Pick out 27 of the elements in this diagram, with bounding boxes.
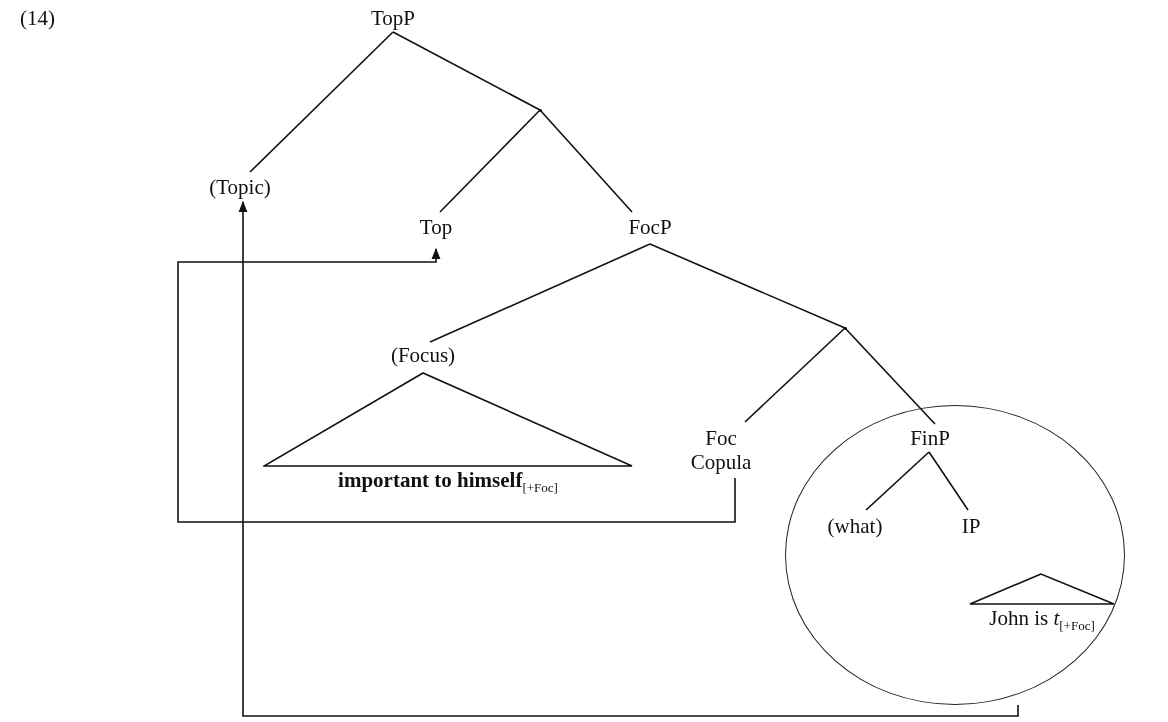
example-number: (14) <box>20 6 55 31</box>
tree-label: (Topic) <box>209 174 271 200</box>
movement-arrow <box>238 200 1019 717</box>
branch-point <box>538 108 542 112</box>
movement-arrow <box>177 247 736 523</box>
tree-branch <box>249 31 394 173</box>
tree-branch <box>865 451 930 511</box>
tree-label: Foc <box>704 425 738 450</box>
tree-label: Copula <box>690 450 752 475</box>
tree-branch <box>429 243 651 343</box>
tree-branch <box>744 327 846 423</box>
tree-label: FocP <box>628 214 672 240</box>
tree-label: (Focus) <box>390 342 456 368</box>
leaf-text: John is t$_{[+Foc]}$ <box>989 606 1095 634</box>
tree-label: TopP <box>371 5 415 31</box>
tree-label: FinP <box>910 425 950 451</box>
tree-branch <box>539 109 633 213</box>
tree-label: Top <box>419 214 453 240</box>
tree-label: (what) <box>827 513 883 539</box>
tree-branch <box>649 243 846 329</box>
leaf-text: important to himself$_{[+Foc]}$ <box>338 468 558 496</box>
tree-branch <box>392 31 541 111</box>
tree-branch <box>844 327 936 425</box>
tree-label: IP <box>961 513 981 539</box>
tree-branch <box>928 451 969 511</box>
branch-point <box>843 326 847 330</box>
tree-branch <box>439 109 541 213</box>
